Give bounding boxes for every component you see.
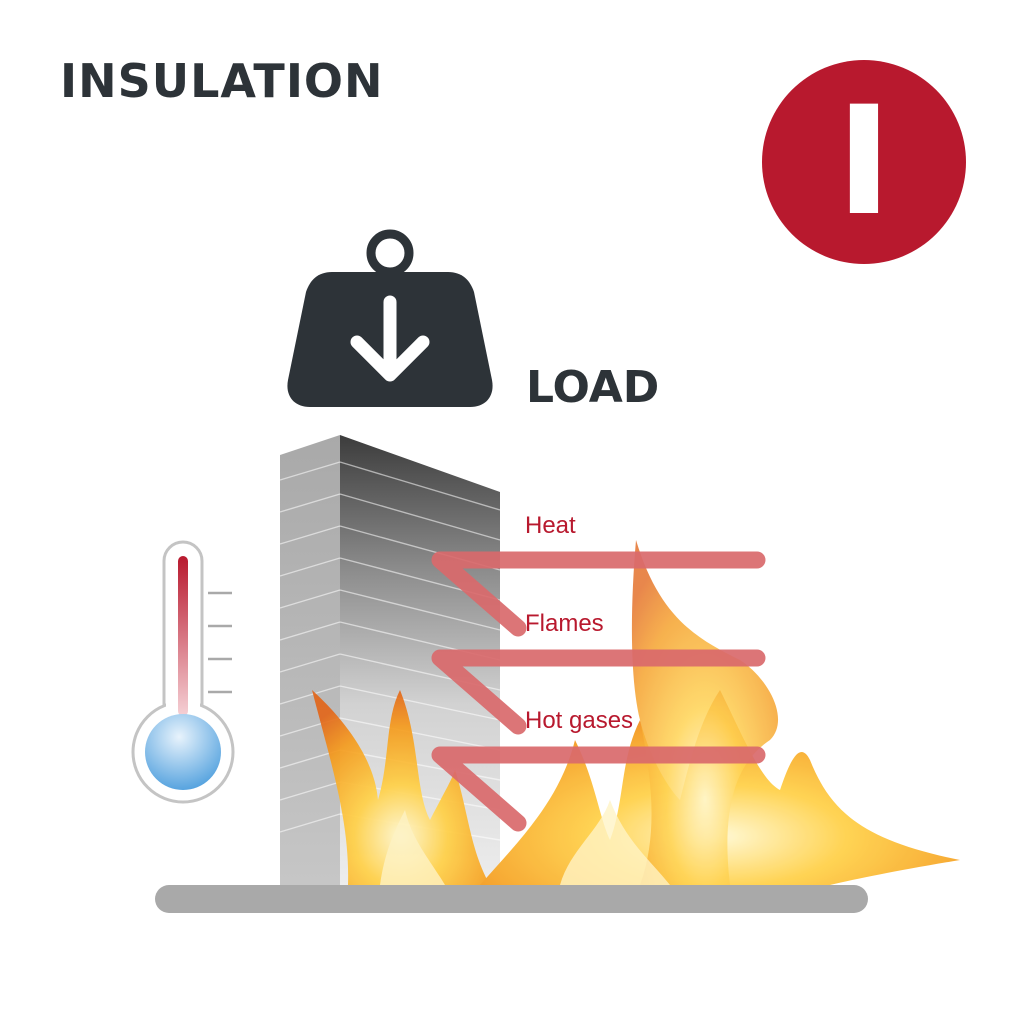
hot-gases-label: Hot gases bbox=[525, 707, 634, 734]
heat-label: Heat bbox=[525, 512, 576, 539]
badge-letter: I bbox=[836, 75, 892, 249]
page-title: INSULATION bbox=[60, 54, 384, 108]
flames-label: Flames bbox=[525, 610, 604, 637]
ground-line bbox=[155, 885, 868, 913]
thermometer-icon bbox=[131, 540, 235, 804]
flames bbox=[312, 540, 960, 885]
insulation-badge: I bbox=[762, 60, 966, 264]
flames-arrow bbox=[431, 649, 766, 735]
load-label: LOAD bbox=[526, 362, 660, 413]
heat-arrow bbox=[431, 551, 766, 637]
weight-down-arrow-icon bbox=[287, 229, 493, 407]
hot-gases-arrow bbox=[431, 746, 766, 832]
